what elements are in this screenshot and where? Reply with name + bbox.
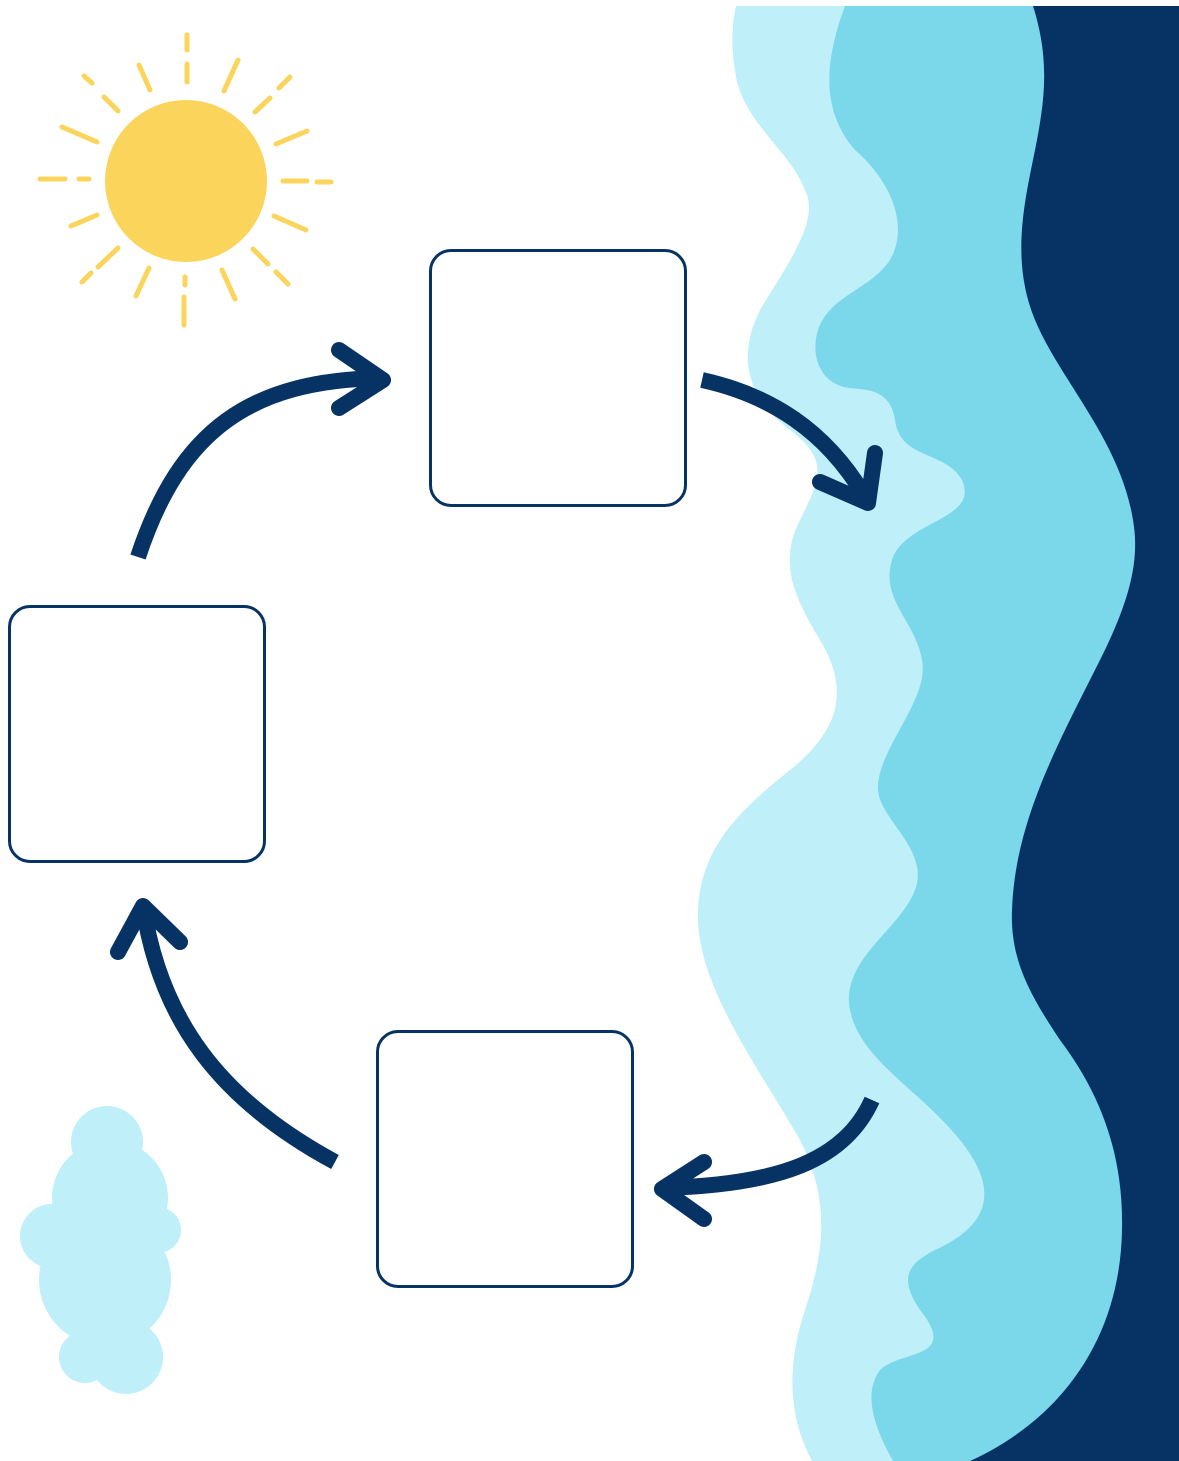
stage-label-bottom xyxy=(495,1149,515,1169)
arrow-top-to-water xyxy=(700,372,883,511)
ocean-waves xyxy=(697,6,1179,1461)
sun-icon xyxy=(37,32,334,328)
stage-label-top xyxy=(548,368,568,388)
stage-box-bottom[interactable] xyxy=(376,1030,634,1288)
stage-label-left xyxy=(127,724,147,744)
arrow-bottom-to-left xyxy=(110,898,339,1170)
water-dark-layer xyxy=(970,6,1179,1461)
sun-disc xyxy=(105,100,267,262)
arrow-water-to-bottom xyxy=(654,1096,880,1227)
cycle-arrows xyxy=(110,342,883,1227)
sun-rays xyxy=(37,32,334,328)
stage-box-top[interactable] xyxy=(429,249,687,507)
arrow-left-to-top xyxy=(130,342,391,560)
cloud-icon xyxy=(20,1106,181,1394)
stage-box-left[interactable] xyxy=(8,605,266,863)
